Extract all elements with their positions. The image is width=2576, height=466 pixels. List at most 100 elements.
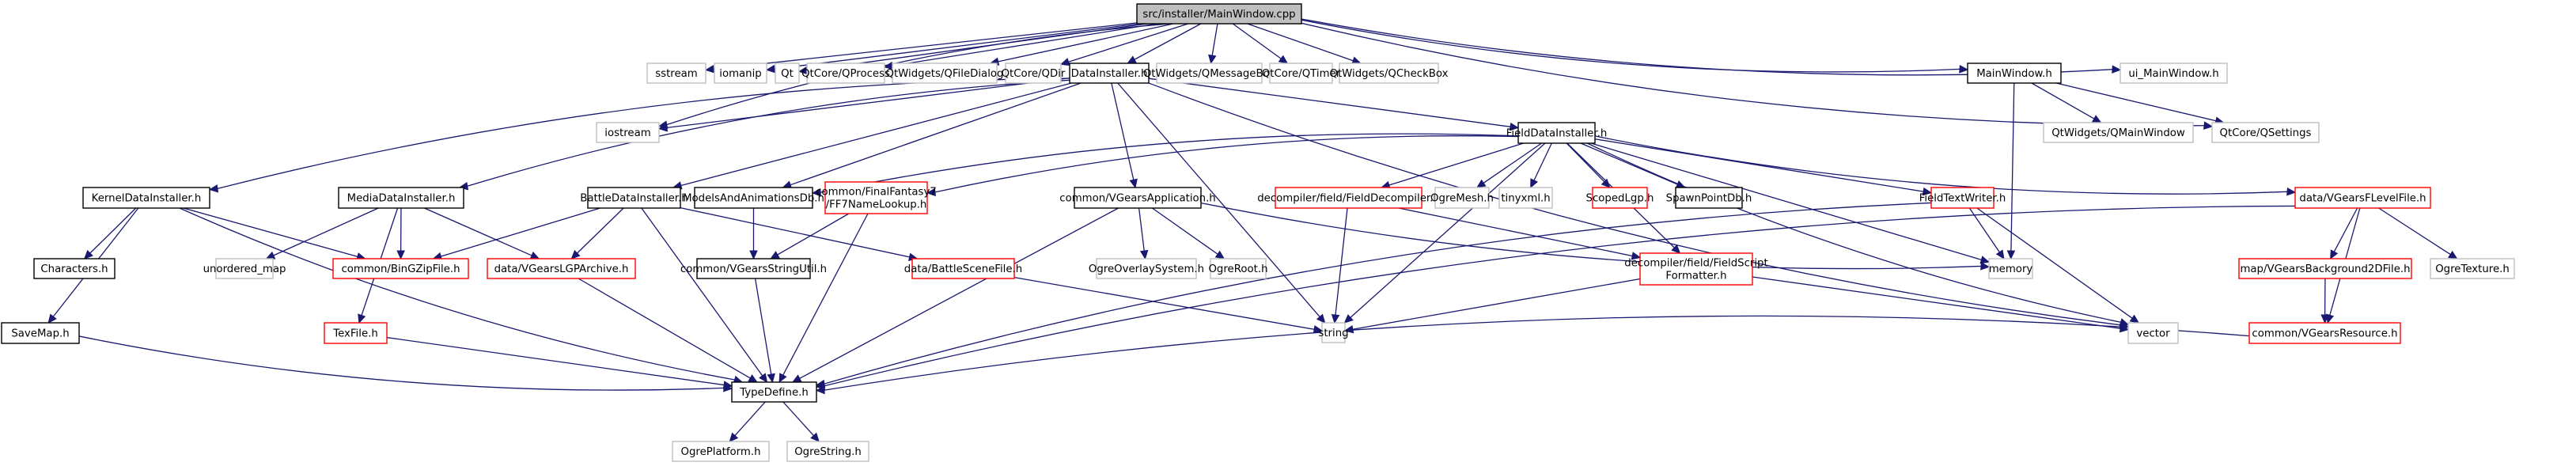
- edge-fieldtextwriter-to-memory: [1968, 207, 2005, 260]
- node-box: [82, 187, 210, 209]
- node-spawnpointdb[interactable]: SpawnPointDb.h: [1666, 187, 1752, 209]
- edge-line: [774, 23, 1140, 70]
- edge-line: [782, 401, 814, 437]
- node-ff7namelookup[interactable]: common/FinalFantasy7/FF7NameLookup.h: [816, 181, 937, 214]
- edge-line: [680, 206, 910, 258]
- node-ogretexture: OgreTexture.h: [2430, 258, 2515, 279]
- edge-fielddatainstaller-to-fieldtextwriter: [1594, 138, 1933, 196]
- node-main-cpp[interactable]: src/installer/MainWindow.cpp: [1136, 3, 1302, 25]
- edge-main_cpp-to-mainwindow_h: [1301, 19, 1969, 74]
- node-box: [487, 258, 636, 279]
- arrowhead-icon: [2330, 249, 2339, 260]
- node-stringutil[interactable]: common/VGearsStringUtil.h: [680, 258, 827, 279]
- edge-kerneldatainstaller-to-bingzip: [183, 207, 366, 261]
- edge-line: [754, 278, 772, 375]
- node-box: [2294, 187, 2431, 209]
- node-label: KernelDataInstaller.h: [92, 193, 202, 205]
- node-label: OgreTexture.h: [2435, 263, 2510, 275]
- edge-fielddatainstaller-to-tinyxml: [1530, 142, 1552, 189]
- edge-line: [820, 133, 1519, 193]
- edge-line: [734, 401, 766, 437]
- edge-vgearsapp-to-memory: [1200, 202, 1991, 271]
- node-box: [1136, 3, 1302, 25]
- node-label: MainWindow.h: [1976, 68, 2052, 80]
- edge-kerneldatainstaller-to-typedefine: [179, 207, 744, 384]
- arrowhead-icon: [208, 184, 219, 193]
- arrowhead-icon: [1343, 324, 1354, 334]
- edge-battledatainstaller-to-lgparchive: [570, 207, 624, 260]
- arrowhead-icon: [1331, 313, 1340, 324]
- node-box: [1005, 63, 1062, 84]
- node-box: [2248, 322, 2401, 344]
- node-label: common/BinGZipFile.h: [341, 263, 460, 275]
- node-datainstaller[interactable]: DataInstaller.h: [1069, 63, 1150, 84]
- edge-line: [1013, 277, 1315, 330]
- edge-line: [680, 82, 1072, 187]
- arrowhead-icon: [2129, 314, 2140, 324]
- node-box: [332, 258, 469, 279]
- node-vgearsflevel[interactable]: data/VGearsFLevelFile.h: [2294, 187, 2431, 209]
- edge-line: [1134, 23, 1202, 60]
- node-box: [1321, 322, 1346, 343]
- arrowhead-icon: [657, 123, 669, 132]
- node-scopedlgp[interactable]: ScopedLgp.h: [1586, 187, 1654, 209]
- node-label: Qt: [781, 68, 794, 80]
- arrowhead-icon: [810, 432, 820, 442]
- arrowhead-icon: [1959, 65, 1969, 74]
- node-label: decompiler/field/FieldScript: [1624, 258, 1767, 270]
- node-battledatainstaller[interactable]: BattleDataInstaller.h: [580, 187, 688, 209]
- node-modelsanimdb[interactable]: ModelsAndAnimationsDb.h: [683, 187, 824, 209]
- edge-line: [386, 336, 725, 386]
- edge-fieldscriptfmt-to-string: [1343, 278, 1641, 334]
- edge-fieldtextwriter-to-typedefine: [815, 202, 1932, 388]
- edge-line: [1148, 78, 1511, 127]
- node-mainwindow-h[interactable]: MainWindow.h: [1967, 63, 2062, 84]
- node-vgearsresource[interactable]: common/VGearsResource.h: [2248, 322, 2401, 344]
- node-box: [1639, 252, 1753, 286]
- edge-line: [467, 79, 1070, 187]
- edge-line: [78, 335, 725, 391]
- node-sstream: sstream: [646, 63, 707, 84]
- node-fieldtextwriter[interactable]: FieldTextWriter.h: [1919, 187, 2006, 209]
- edge-line: [1483, 142, 1542, 184]
- arrowhead-icon: [815, 385, 825, 395]
- arrowhead-icon: [529, 251, 540, 260]
- arrowhead-icon: [1979, 256, 1991, 264]
- node-mediadatainstaller[interactable]: MediaDataInstaller.h: [338, 187, 464, 209]
- arrowhead-icon: [767, 373, 775, 384]
- node-box: [33, 258, 116, 279]
- node-bingzip[interactable]: common/BinGZipFile.h: [332, 258, 469, 279]
- node-vgearsapp[interactable]: common/VGearsApplication.h: [1059, 187, 1216, 209]
- edge-mainwindow_h-to-memory: [2006, 82, 2016, 260]
- node-savemap[interactable]: SaveMap.h: [1, 322, 80, 344]
- edge-kerneldatainstaller-to-characters: [83, 207, 137, 260]
- node-label: QtCore/QDir: [1002, 68, 1066, 80]
- node-label: common/VGearsApplication.h: [1059, 193, 1215, 205]
- node-label: FieldTextWriter.h: [1919, 193, 2006, 205]
- node-texfile[interactable]: TexFile.h: [324, 322, 388, 344]
- node-fielddecompiler[interactable]: decompiler/field/FieldDecompiler.h: [1257, 187, 1440, 209]
- edge-main_cpp-to-qcheckbox: [1247, 23, 1362, 65]
- node-label: MediaDataInstaller.h: [347, 193, 456, 205]
- node-characters[interactable]: Characters.h: [33, 258, 116, 279]
- node-fielddatainstaller[interactable]: FieldDataInstaller.h: [1506, 122, 1608, 144]
- node-label: OgreMesh.h: [1430, 193, 1494, 205]
- node-typedefine[interactable]: TypeDefine.h: [731, 381, 817, 403]
- node-lgparchive[interactable]: data/VGearsLGPArchive.h: [487, 258, 636, 279]
- edge-mainwindow_h-to-qsettings: [2055, 82, 2225, 125]
- node-kerneldatainstaller[interactable]: KernelDataInstaller.h: [82, 187, 210, 209]
- node-label: iomanip: [719, 68, 762, 80]
- node-iomanip: iomanip: [714, 63, 767, 84]
- node-label: QtCore/QSettings: [2220, 127, 2312, 139]
- node-box: [1930, 187, 1995, 209]
- edge-line: [89, 207, 137, 254]
- edge-fielddatainstaller-to-ogremesh: [1476, 142, 1542, 188]
- node-box: [824, 181, 928, 214]
- node-box: [324, 322, 388, 344]
- node-qmessagebox: QtWidgets/QMessageBox: [1143, 63, 1275, 84]
- edge-mediadatainstaller-to-lgparchive: [424, 207, 540, 260]
- node-memory: memory: [1988, 258, 2033, 279]
- node-background2d[interactable]: map/VGearsBackground2DFile.h: [2238, 258, 2412, 279]
- node-battlescene[interactable]: data/BattleSceneFile.h: [904, 258, 1022, 279]
